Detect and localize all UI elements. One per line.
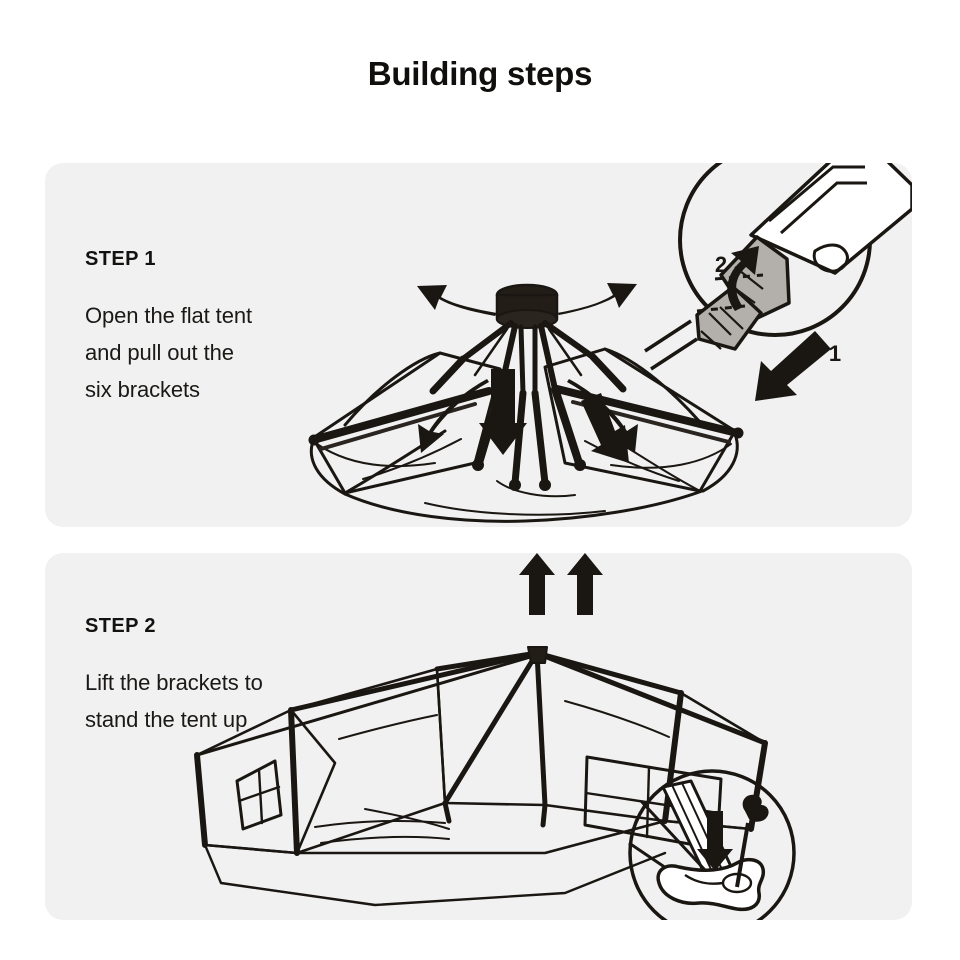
step-1-text-block: STEP 1 Open the flat tent and pull out t… — [85, 248, 375, 408]
step-1-description: Open the flat tent and pull out the six … — [85, 303, 252, 402]
step-2-label: STEP 2 — [85, 615, 156, 637]
step-1-label: STEP 1 — [85, 248, 156, 270]
step-card-1: 2 1 STEP 1 Open the flat tent and pull o… — [45, 163, 912, 527]
step-2-description: Lift the brackets to stand the tent up — [85, 670, 263, 732]
page-title: Building steps — [367, 55, 593, 92]
callout-marker-2: 2 — [715, 252, 727, 277]
callout-marker-1: 1 — [829, 341, 841, 366]
step-card-2: STEP 2 Lift the brackets to stand the te… — [45, 553, 912, 920]
step-2-text-block: STEP 2 Lift the brackets to stand the te… — [85, 615, 375, 738]
